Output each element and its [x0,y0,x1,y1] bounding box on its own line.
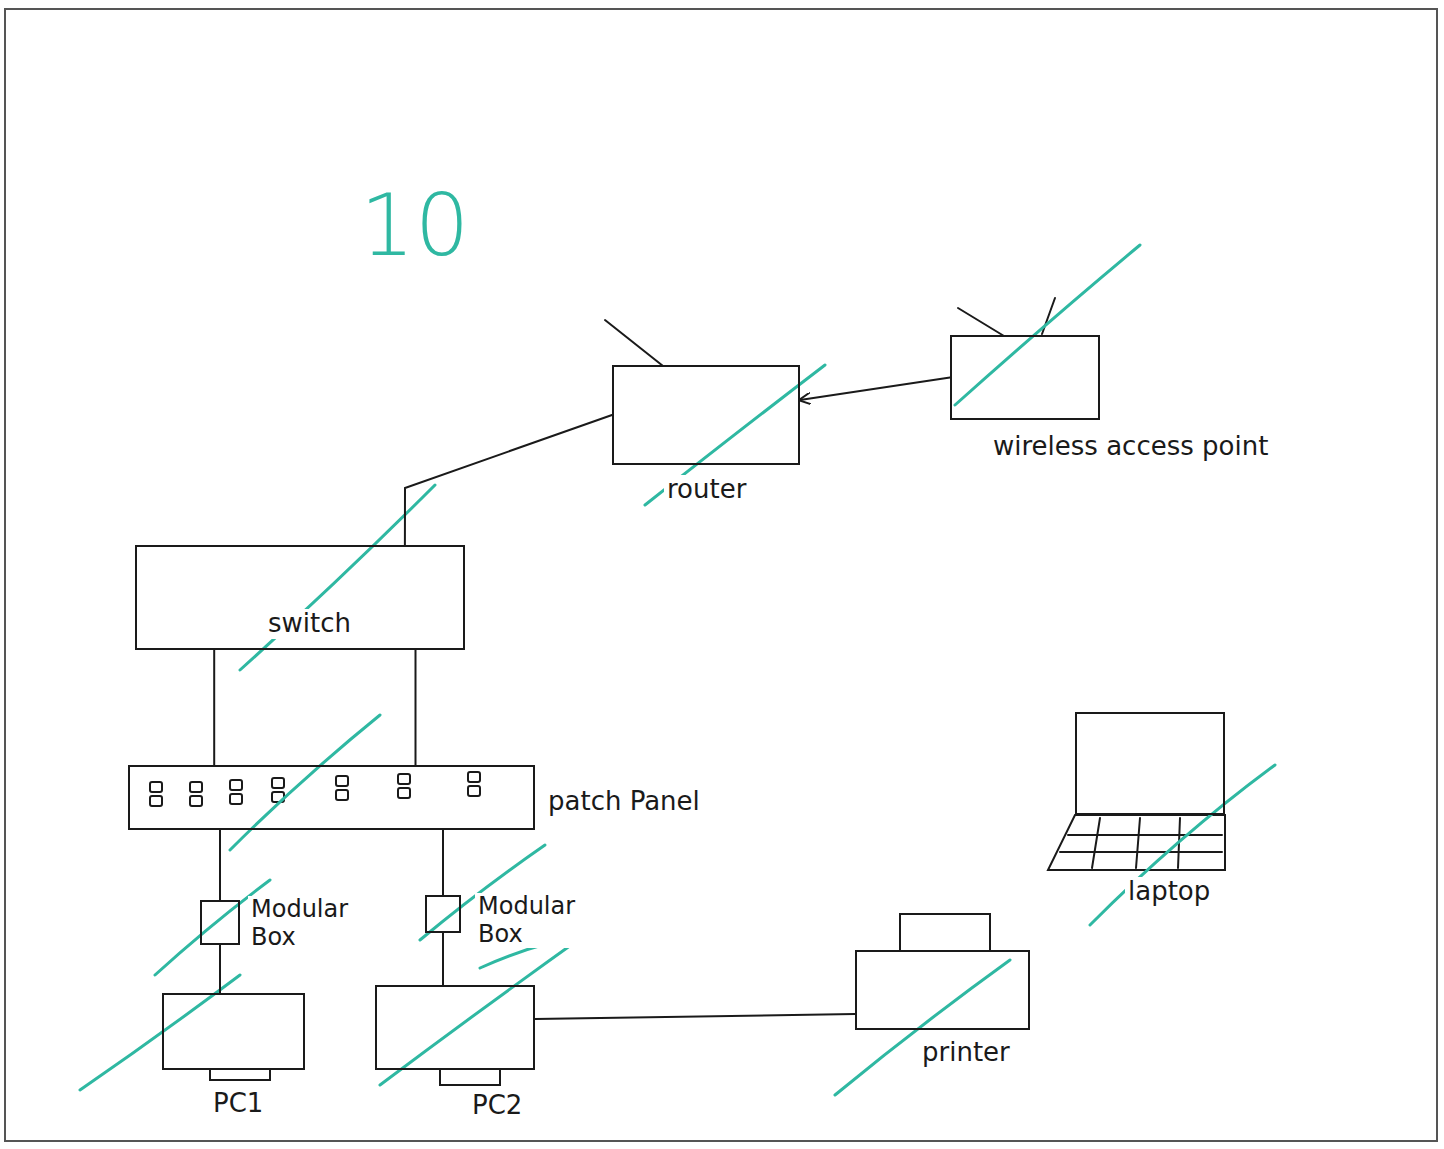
node-label: PC1 [210,1089,266,1119]
pc-box: PC2 [375,985,535,1070]
node-label: router [664,475,749,505]
node-label: patch Panel [545,787,703,817]
node-label: PC2 [469,1091,525,1121]
access-point-box: wireless access point [950,335,1100,420]
patch-ports [150,772,480,806]
cable-line [535,1014,855,1019]
cable-line [213,650,215,765]
cable-line [800,378,950,401]
router-antenna [605,320,663,366]
pc-stand [210,1070,270,1080]
router-box: router [612,365,800,465]
cable-line [415,650,417,765]
check-marks [80,245,1275,1095]
cable-line [219,830,221,900]
cable-line [219,945,221,993]
page-number: 10 [360,178,469,273]
cable-line [442,830,444,895]
patch-panel: patch Panel [128,765,535,830]
pc-stand [440,1070,500,1085]
laptop-screen: laptop [1075,712,1225,815]
printer-box: printer [855,950,1030,1030]
cable-line [405,415,612,545]
modular-box: Modular Box [425,895,461,933]
node-label: printer [919,1038,1013,1068]
switch-box: switch [135,545,465,650]
node-label: switch [265,609,354,639]
printer-tray [900,914,990,950]
ap-antenna [958,308,1004,336]
node-label: wireless access point [990,432,1271,462]
node-label: Modular Box [248,896,379,951]
laptop-keyboard [1048,815,1225,870]
pc-box: PC1 [162,993,305,1070]
node-label: laptop [1125,877,1213,907]
modular-box: Modular Box [200,900,240,945]
cable-line [442,933,444,985]
node-label: Modular Box [475,893,606,948]
